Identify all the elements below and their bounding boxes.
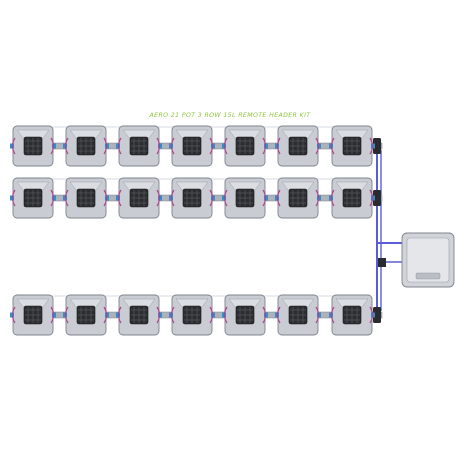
pot-icon <box>63 177 109 219</box>
pot-icon <box>10 294 56 336</box>
row-end-cap <box>373 307 381 323</box>
hose <box>223 189 228 207</box>
pot-lid-bevel <box>122 298 156 308</box>
pot-lid-bevel <box>281 298 315 308</box>
pot-lid-bevel <box>281 181 315 191</box>
hose <box>103 189 108 207</box>
pot-lid-bevel <box>16 181 50 191</box>
pot-icon <box>329 125 375 167</box>
pot-icon <box>329 294 375 336</box>
hose <box>64 137 69 155</box>
pot-lid-bevel <box>175 298 209 308</box>
pot-lid-bevel <box>335 181 369 191</box>
hose <box>103 306 108 324</box>
pot-lid-bevel <box>228 129 262 139</box>
hose <box>330 189 335 207</box>
pot-lid-bevel <box>122 181 156 191</box>
pot-icon <box>222 177 268 219</box>
pot-icon <box>169 125 215 167</box>
hose <box>156 137 161 155</box>
hose <box>262 137 267 155</box>
tank-lid <box>406 237 450 283</box>
pot-icon <box>222 125 268 167</box>
hose <box>64 306 69 324</box>
hose <box>276 306 281 324</box>
pot-icon <box>116 177 162 219</box>
pot-icon <box>116 125 162 167</box>
pot-icon <box>63 125 109 167</box>
pot-lid-bevel <box>335 129 369 139</box>
hose <box>369 137 374 155</box>
pot-icon <box>169 177 215 219</box>
diagram-title: AERO 21 POT 3 ROW 15L REMOTE HEADER KIT <box>149 112 311 119</box>
hose <box>11 189 16 207</box>
pot-lid-bevel <box>69 129 103 139</box>
hose <box>117 137 122 155</box>
hose <box>223 306 228 324</box>
pot-lid-bevel <box>69 181 103 191</box>
pot-icon <box>63 294 109 336</box>
hose <box>50 189 55 207</box>
tank-label-plate <box>415 272 441 280</box>
pot-icon <box>329 177 375 219</box>
pot-lid-bevel <box>175 181 209 191</box>
hose <box>315 306 320 324</box>
hose <box>262 306 267 324</box>
row-end-cap <box>373 190 381 206</box>
hose <box>262 189 267 207</box>
hose <box>11 137 16 155</box>
header-tank-icon <box>401 232 455 288</box>
hose <box>209 306 214 324</box>
hose <box>11 306 16 324</box>
pot-lid-bevel <box>228 181 262 191</box>
pot-lid-bevel <box>16 129 50 139</box>
hose <box>209 189 214 207</box>
hose <box>330 306 335 324</box>
hose <box>209 137 214 155</box>
hose <box>64 189 69 207</box>
pot-lid-bevel <box>335 298 369 308</box>
hose <box>156 189 161 207</box>
row-end-cap <box>373 138 381 154</box>
hose <box>156 306 161 324</box>
hose <box>117 189 122 207</box>
hose <box>223 137 228 155</box>
pot-lid-bevel <box>16 298 50 308</box>
pot-lid-bevel <box>281 129 315 139</box>
pot-icon <box>275 125 321 167</box>
tank-valve <box>378 258 386 267</box>
hose <box>315 189 320 207</box>
hose <box>330 137 335 155</box>
pot-icon <box>116 294 162 336</box>
pot-icon <box>10 125 56 167</box>
hose <box>170 137 175 155</box>
hose <box>50 306 55 324</box>
pot-icon <box>169 294 215 336</box>
pot-icon <box>222 294 268 336</box>
hose <box>170 306 175 324</box>
hose <box>50 137 55 155</box>
hose <box>369 306 374 324</box>
pot-lid-bevel <box>69 298 103 308</box>
pot-icon <box>10 177 56 219</box>
hose <box>276 137 281 155</box>
hose <box>170 189 175 207</box>
pot-icon <box>275 177 321 219</box>
hose <box>103 137 108 155</box>
hose <box>369 189 374 207</box>
hose <box>117 306 122 324</box>
pot-lid-bevel <box>175 129 209 139</box>
hose <box>315 137 320 155</box>
hose <box>276 189 281 207</box>
pot-icon <box>275 294 321 336</box>
pot-lid-bevel <box>228 298 262 308</box>
pot-lid-bevel <box>122 129 156 139</box>
